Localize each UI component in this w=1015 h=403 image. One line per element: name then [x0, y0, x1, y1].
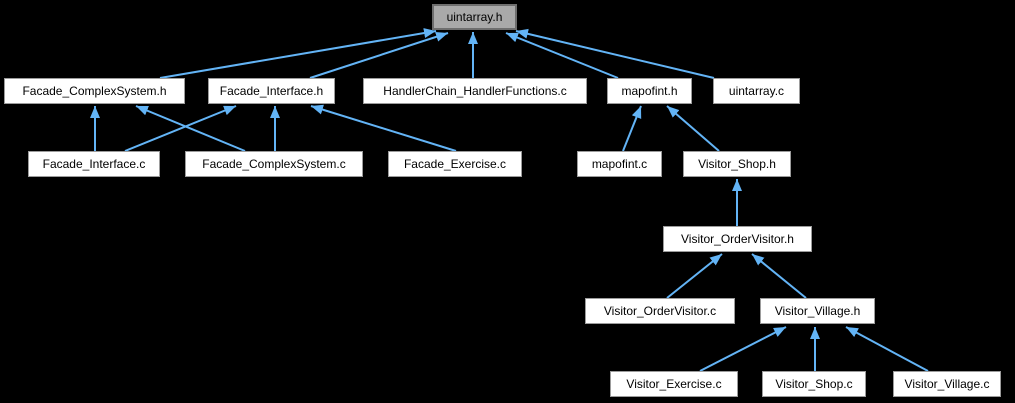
- graph-node-visitor_village_c[interactable]: Visitor_Village.c: [893, 371, 1001, 397]
- include-edge-visitor_shop_h-to-mapofint_h: [666, 105, 720, 152]
- graph-node-visitor_shop_c[interactable]: Visitor_Shop.c: [762, 371, 866, 397]
- include-edge-visitor_village_c-to-visitor_village_h: [845, 326, 929, 372]
- graph-node-facade_interface_h[interactable]: Facade_Interface.h: [208, 78, 335, 104]
- include-edge-facade_exercise_c-to-facade_interface_h: [310, 104, 457, 152]
- include-edge-visitor_village_h-to-visitor_ordervisitor_h: [751, 253, 807, 299]
- include-edge-visitor_exercise_c-to-visitor_village_h: [699, 326, 787, 372]
- graph-node-handlerchain_handlerfunctions_c[interactable]: HandlerChain_HandlerFunctions.c: [363, 78, 587, 104]
- graph-node-uintarray_h: uintarray.h: [432, 4, 517, 30]
- include-edge-facade_interface_c-to-facade_interface_h: [124, 105, 237, 152]
- graph-node-mapofint_c[interactable]: mapofint.c: [577, 151, 662, 177]
- graph-node-visitor_exercise_c[interactable]: Visitor_Exercise.c: [610, 371, 738, 397]
- graph-node-visitor_shop_h[interactable]: Visitor_Shop.h: [683, 151, 791, 177]
- include-edge-facade_interface_h-to-uintarray_h: [309, 31, 449, 79]
- graph-node-facade_complexsystem_c[interactable]: Facade_ComplexSystem.c: [185, 151, 363, 177]
- include-edge-visitor_ordervisitor_c-to-visitor_ordervisitor_h: [666, 253, 723, 299]
- graph-node-facade_exercise_c[interactable]: Facade_Exercise.c: [388, 151, 522, 177]
- include-edge-facade_complexsystem_c-to-facade_complexsystem_h: [135, 105, 246, 152]
- graph-node-facade_interface_c[interactable]: Facade_Interface.c: [28, 151, 160, 177]
- graph-node-visitor_ordervisitor_c[interactable]: Visitor_OrderVisitor.c: [585, 298, 735, 324]
- include-edge-mapofint_c-to-mapofint_h: [622, 105, 642, 152]
- graph-node-visitor_ordervisitor_h[interactable]: Visitor_OrderVisitor.h: [663, 226, 812, 252]
- include-edge-uintarray_c-to-uintarray_h: [515, 28, 715, 79]
- graph-node-facade_complexsystem_h[interactable]: Facade_ComplexSystem.h: [4, 78, 185, 104]
- include-edge-mapofint_h-to-uintarray_h: [505, 32, 619, 79]
- include-edge-facade_complexsystem_h-to-uintarray_h: [159, 28, 437, 79]
- graph-node-visitor_village_h[interactable]: Visitor_Village.h: [760, 298, 875, 324]
- graph-node-uintarray_c[interactable]: uintarray.c: [713, 78, 800, 104]
- graph-node-mapofint_h[interactable]: mapofint.h: [607, 78, 692, 104]
